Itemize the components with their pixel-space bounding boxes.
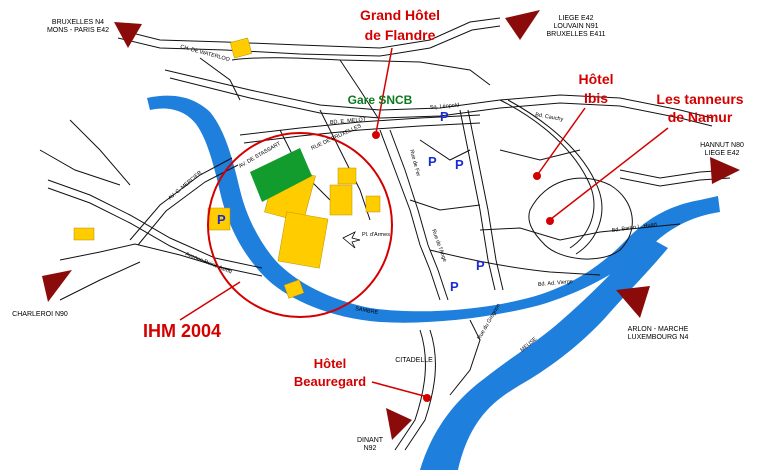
- beauregard-label-2: Beauregard: [294, 374, 366, 389]
- hotel-markers: [371, 47, 669, 402]
- dir-liege-2: LOUVAIN N91: [554, 23, 599, 30]
- beauregard-label: Hôtel: [314, 356, 347, 371]
- dir-liege: LIEGE E42: [558, 15, 593, 22]
- rivers: [147, 95, 720, 470]
- road-network: [39, 17, 731, 451]
- tanneurs-label: Les tanneurs: [656, 91, 743, 107]
- location-arrow-icon: [342, 231, 361, 249]
- street-waterloo: CH. DE WATERLOO: [179, 44, 231, 63]
- street-melot: BD. E. MELOT: [330, 117, 367, 126]
- arrow-liege-icon: [505, 10, 540, 40]
- block-1: [229, 37, 253, 59]
- parking-icon: P: [455, 157, 464, 172]
- ihm-area-circle: [207, 132, 393, 318]
- tanneurs-label-2: de Namur: [668, 109, 733, 125]
- block-9: [283, 279, 305, 299]
- sambre-label: SAMBRE: [355, 306, 379, 316]
- tanneurs-dot: [546, 217, 554, 225]
- ihm-pointer-line: [179, 281, 241, 321]
- grand-hotel-label: Grand Hôtel: [360, 7, 440, 23]
- arrow-charleroi-icon: [42, 270, 72, 302]
- parking-icon: P: [428, 154, 437, 169]
- gare-label: Gare SNCB: [348, 93, 413, 107]
- parking-icons: P P P P P P: [217, 109, 485, 294]
- block-3: [277, 211, 329, 269]
- ibis-dot: [533, 172, 541, 180]
- street-fer: Rue de Fer: [408, 149, 421, 177]
- street-leopold: Sq. Léopold: [430, 102, 460, 111]
- dir-arlon: ARLON - MARCHE: [628, 326, 689, 333]
- street-vierge: Bd. Ad. Vierge: [538, 279, 573, 288]
- tanneurs-pointer: [550, 127, 669, 220]
- arrow-arlon-icon: [616, 286, 650, 318]
- park: [250, 148, 312, 202]
- hotel-labels: Grand Hôtel de Flandre Hôtel Ibis Les ta…: [143, 7, 744, 389]
- meuse-river: [420, 238, 668, 470]
- block-6: [365, 195, 381, 213]
- direction-labels: BRUXELLES N4 MONS - PARIS E42 LIEGE E42 …: [12, 15, 744, 452]
- arrow-dinant-icon: [386, 408, 412, 440]
- parking-icon: P: [440, 109, 449, 124]
- dir-bruxelles: BRUXELLES N4: [52, 19, 104, 26]
- dir-bruxelles-2: MONS - PARIS E42: [47, 27, 109, 34]
- grand-hotel-label-2: de Flandre: [365, 27, 436, 43]
- sambre-river: [147, 95, 720, 323]
- ihm-label: IHM 2004: [143, 321, 221, 341]
- ibis-label-2: Ibis: [584, 90, 608, 106]
- citadelle-label: CITADELLE: [395, 357, 433, 364]
- ibis-label: Hôtel: [579, 71, 614, 87]
- beauregard-pointer: [371, 381, 425, 397]
- grand-hotel-dot: [372, 131, 380, 139]
- street-cauchy: Bd. Cauchy: [535, 112, 564, 123]
- dir-charleroi: CHARLEROI N90: [12, 311, 68, 318]
- ibis-pointer: [537, 107, 586, 175]
- parking-icon: P: [450, 279, 459, 294]
- block-4: [329, 184, 353, 216]
- grand-hotel-pointer: [375, 47, 393, 134]
- dir-dinant-2: N92: [364, 445, 377, 452]
- parking-icon: P: [476, 258, 485, 273]
- dir-hannut: HANNUT N80: [700, 142, 744, 149]
- direction-arrows: [42, 10, 740, 440]
- block-8: [73, 227, 95, 241]
- beauregard-dot: [423, 394, 431, 402]
- arrow-hannut-icon: [710, 157, 740, 184]
- dir-hannut-2: LIEGE E42: [704, 150, 739, 157]
- street-bruxelles: RUE DE BRUXELLES: [310, 123, 362, 152]
- dir-dinant: DINANT: [357, 437, 384, 444]
- street-armes: Pl. d'Armes: [362, 232, 390, 238]
- block-5: [337, 167, 357, 185]
- dir-arlon-2: LUXEMBOURG N4: [628, 334, 689, 341]
- parking-icon: P: [217, 212, 226, 227]
- dir-liege-3: BRUXELLES E411: [546, 31, 605, 38]
- arrow-bruxelles-icon: [114, 22, 142, 48]
